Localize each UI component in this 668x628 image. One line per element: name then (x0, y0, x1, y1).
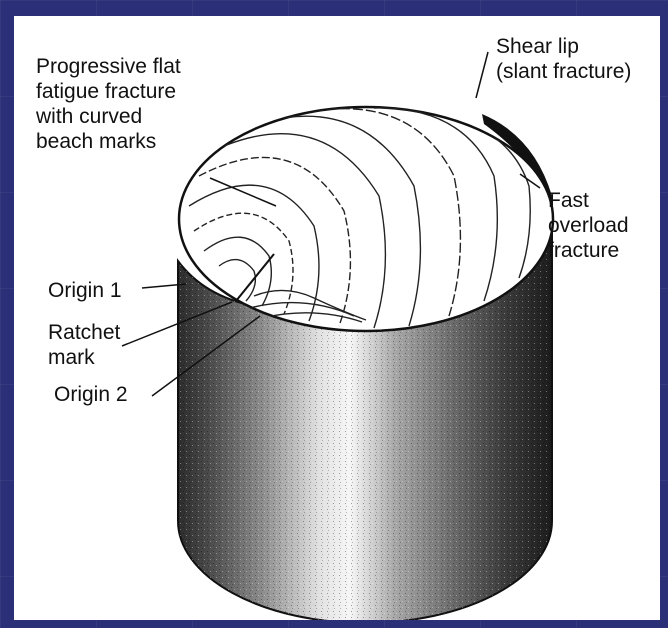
label-origin-2: Origin 2 (54, 382, 128, 407)
label-progressive-fatigue: Progressive flat fatigue fracture with c… (36, 54, 181, 154)
label-shear-lip: Shear lip (slant fracture) (496, 34, 631, 84)
label-origin-1: Origin 1 (48, 278, 122, 303)
leader-shear-lip (476, 52, 488, 98)
label-ratchet-mark: Ratchet mark (48, 320, 120, 370)
figure-panel: Progressive flat fatigue fracture with c… (14, 16, 660, 620)
label-fast-overload: Fast overload fracture (548, 188, 629, 263)
